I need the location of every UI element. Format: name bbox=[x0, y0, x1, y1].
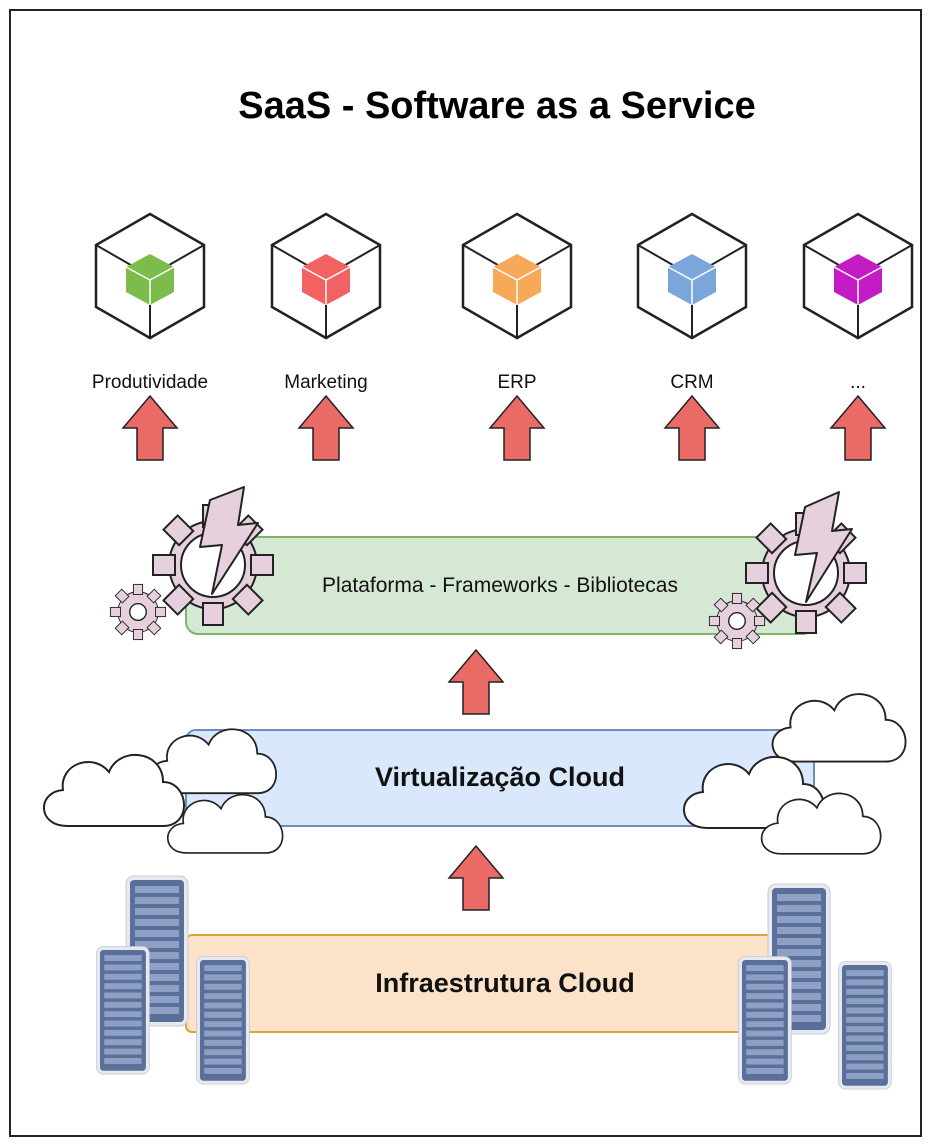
up-arrow-icon bbox=[122, 395, 178, 461]
server-rack-icon bbox=[196, 956, 250, 1085]
virtualization-layer-label: Virtualização Cloud bbox=[375, 762, 625, 792]
app-label-produtividade: Produtividade bbox=[92, 372, 208, 393]
orange-cube-icon bbox=[492, 254, 542, 305]
cloud-icon-group-right bbox=[682, 693, 907, 855]
red-cube-icon bbox=[301, 254, 351, 305]
cube-icon bbox=[270, 212, 382, 340]
app-label-more: ... bbox=[850, 372, 866, 393]
app-label-crm: CRM bbox=[670, 372, 713, 393]
infrastructure-layer-label: Infraestrutura Cloud bbox=[375, 968, 635, 998]
cube-icon bbox=[94, 212, 206, 340]
cube-icon bbox=[461, 212, 573, 340]
cloud-icon bbox=[771, 693, 907, 763]
app-label-erp: ERP bbox=[497, 372, 536, 393]
cube-icon bbox=[802, 212, 914, 340]
platform-layer-label: Plataforma - Frameworks - Bibliotecas bbox=[322, 574, 678, 597]
gear-lightning-icon bbox=[708, 491, 867, 650]
up-arrow-icon bbox=[448, 649, 504, 715]
server-rack-icon bbox=[96, 946, 150, 1075]
app-label-marketing: Marketing bbox=[284, 372, 367, 393]
diagram-frame bbox=[9, 9, 922, 1137]
green-cube-icon bbox=[125, 254, 175, 305]
app-arrows bbox=[122, 395, 886, 461]
server-rack-icon-group-left bbox=[96, 875, 250, 1085]
app-row: Produtividade Marketing ERP CRM ... bbox=[92, 212, 914, 393]
diagram-title: SaaS - Software as a Service bbox=[238, 85, 756, 127]
server-rack-icon-group-right bbox=[738, 883, 892, 1090]
gear-lightning-icon bbox=[109, 486, 274, 641]
up-arrow-icon bbox=[298, 395, 354, 461]
server-rack-icon bbox=[738, 956, 792, 1085]
up-arrow-icon bbox=[489, 395, 545, 461]
server-rack-icon bbox=[838, 961, 892, 1090]
cube-icon bbox=[636, 212, 748, 340]
blue-cube-icon bbox=[667, 254, 717, 305]
up-arrow-icon bbox=[830, 395, 886, 461]
magenta-cube-icon bbox=[833, 254, 883, 305]
up-arrow-icon bbox=[448, 845, 504, 911]
cloud-icon-group-left bbox=[42, 728, 284, 854]
up-arrow-icon bbox=[664, 395, 720, 461]
